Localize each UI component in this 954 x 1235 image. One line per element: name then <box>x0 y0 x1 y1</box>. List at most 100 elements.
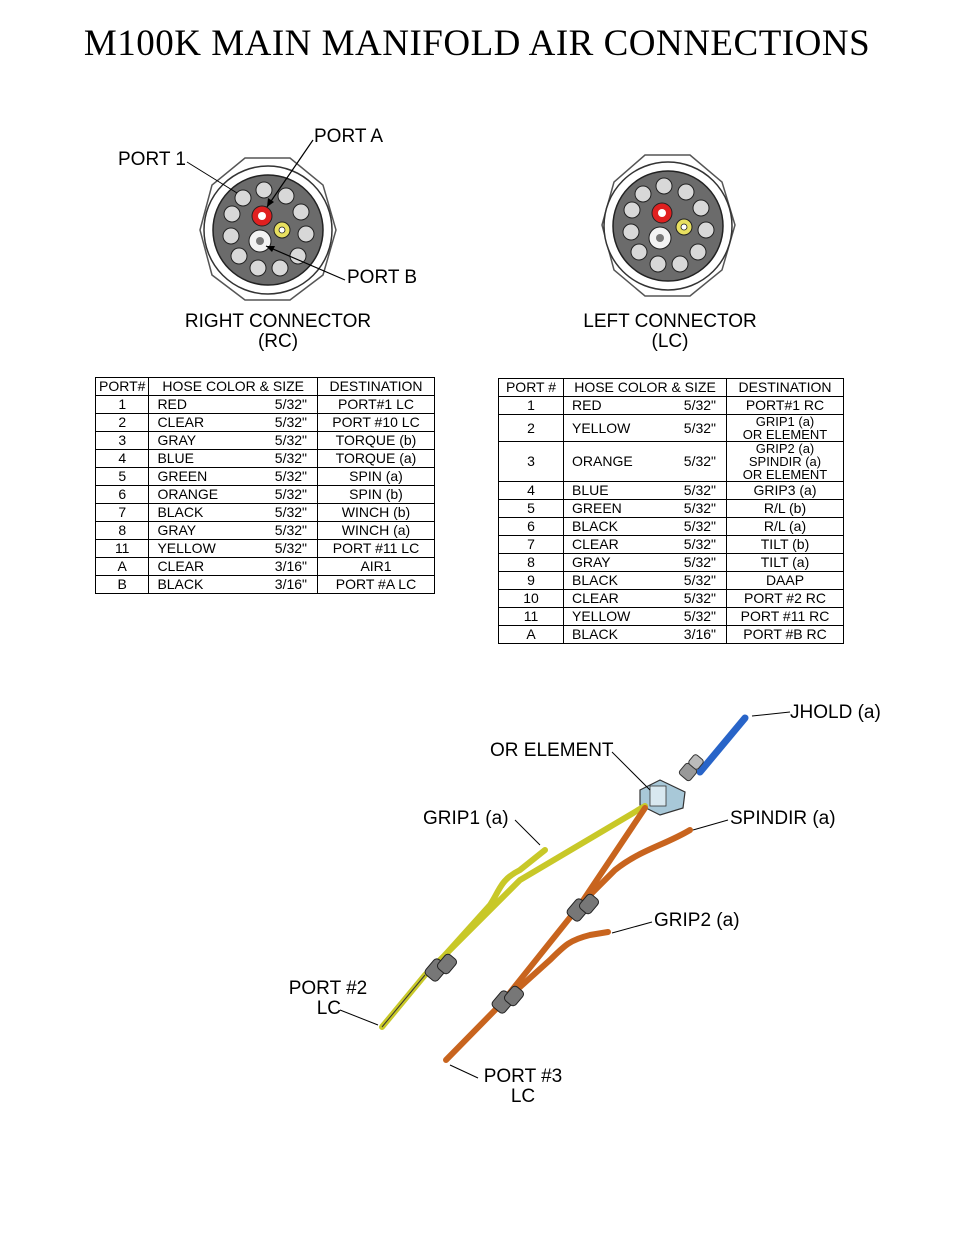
port-cell: 11 <box>94 539 150 558</box>
destination-cell: TILT (b) <box>726 535 844 554</box>
hose-size-cell: 5/32" <box>663 441 728 482</box>
destination-line: PORT #11 RC <box>740 608 830 624</box>
portb-callout: PORT B <box>347 267 418 288</box>
port-cell: 2 <box>498 414 564 442</box>
destination-line: GRIP2 (a) <box>755 441 815 456</box>
hose-size-cell: 5/32" <box>252 503 319 522</box>
hose-size-cell: 5/32" <box>252 413 319 432</box>
hose-color-cell: YELLOW <box>563 414 664 442</box>
destination-cell: GRIP3 (a) <box>726 481 844 500</box>
destination-line: GRIP1 (a) <box>755 414 815 429</box>
port-cell: 1 <box>94 395 150 414</box>
hose-assembly-drawing <box>339 711 791 1079</box>
hose-color-cell: BLACK <box>563 625 664 644</box>
hose-color-cell: GRAY <box>148 521 253 540</box>
porta-callout: PORT A <box>314 126 383 147</box>
port3-callout: PORT #3 LC <box>478 1067 568 1107</box>
hose-size-cell: 5/32" <box>252 395 319 414</box>
destination-cell: PORT #B RC <box>726 625 844 644</box>
port-cell: 8 <box>498 553 564 572</box>
hose-color-cell: GREEN <box>148 467 253 486</box>
right-connector-label-line2: (RC) <box>257 331 299 352</box>
port-cell: 4 <box>94 449 150 468</box>
hose-size-cell: 5/32" <box>252 449 319 468</box>
hose-color-cell: YELLOW <box>563 607 664 626</box>
destination-line: PORT #2 RC <box>744 590 826 606</box>
hose-size-cell: 3/16" <box>252 557 319 576</box>
port-cell: 6 <box>498 517 564 536</box>
hose-size-cell: 5/32" <box>663 553 728 572</box>
hose-color-cell: YELLOW <box>148 539 253 558</box>
right-connector-label: RIGHT CONNECTOR (RC) <box>160 312 396 352</box>
destination-cell: PORT #10 LC <box>317 413 435 432</box>
destination-cell: GRIP1 (a)OR ELEMENT <box>726 414 844 442</box>
destination-line: SPINDIR (a) <box>748 454 822 469</box>
destination-line: DAAP <box>765 572 805 588</box>
hose-color-cell: BLACK <box>563 571 664 590</box>
destination-line: R/L (b) <box>763 500 807 516</box>
port2-line2: LC <box>316 998 341 1019</box>
port-cell: 5 <box>498 499 564 518</box>
hose-color-cell: BLUE <box>563 481 664 500</box>
hose-color-cell: GRAY <box>563 553 664 572</box>
hose-size-cell: 5/32" <box>252 431 319 450</box>
port-cell: A <box>498 625 564 644</box>
port2-line1: PORT #2 <box>288 978 368 999</box>
destination-line: GRIP3 (a) <box>753 482 817 498</box>
port2-callout: PORT #2 LC <box>283 979 373 1019</box>
port-cell: A <box>94 557 150 576</box>
destination-cell: PORT #A LC <box>317 575 435 594</box>
destination-cell: DAAP <box>726 571 844 590</box>
hose-size-cell: 5/32" <box>252 539 319 558</box>
hose-color-cell: ORANGE <box>563 441 664 482</box>
port-cell: 1 <box>498 396 564 415</box>
port-cell: 8 <box>94 521 150 540</box>
hose-size-cell: 5/32" <box>663 607 728 626</box>
header-hose: HOSE COLOR & SIZE <box>563 378 727 397</box>
destination-line: PORT #B RC <box>743 626 827 642</box>
spindir-callout: SPINDIR (a) <box>730 808 836 829</box>
port-cell: 3 <box>94 431 150 450</box>
hose-color-cell: BLACK <box>148 503 253 522</box>
page-title: M100K MAIN MANIFOLD AIR CONNECTIONS <box>83 23 871 64</box>
hose-color-cell: BLUE <box>148 449 253 468</box>
destination-cell: PORT#1 LC <box>317 395 435 414</box>
destination-cell: GRIP2 (a)SPINDIR (a)OR ELEMENT <box>726 441 844 482</box>
destination-cell: AIR1 <box>317 557 435 576</box>
destination-cell: PORT #11 LC <box>317 539 435 558</box>
table-header-row: PORT# HOSE COLOR & SIZE DESTINATION <box>94 377 435 396</box>
left-connector-drawing <box>601 154 736 297</box>
hose-size-cell: 5/32" <box>663 481 728 500</box>
port-cell: 11 <box>498 607 564 626</box>
port-cell: 6 <box>94 485 150 504</box>
right-connector-label-line1: RIGHT CONNECTOR <box>184 311 372 332</box>
port3-line2: LC <box>510 1086 536 1107</box>
destination-cell: PORT #11 RC <box>726 607 844 626</box>
hose-size-cell: 3/16" <box>252 575 319 594</box>
destination-cell: PORT #2 RC <box>726 589 844 608</box>
hose-color-cell: GREEN <box>563 499 664 518</box>
port-cell: 10 <box>498 589 564 608</box>
destination-cell: TORQUE (b) <box>317 431 435 450</box>
hose-size-cell: 5/32" <box>252 485 319 504</box>
destination-line: OR ELEMENT <box>742 467 828 482</box>
port-cell: 3 <box>498 441 564 482</box>
destination-cell: WINCH (a) <box>317 521 435 540</box>
or-element-callout: OR ELEMENT <box>490 740 614 761</box>
hose-size-cell: 5/32" <box>252 467 319 486</box>
